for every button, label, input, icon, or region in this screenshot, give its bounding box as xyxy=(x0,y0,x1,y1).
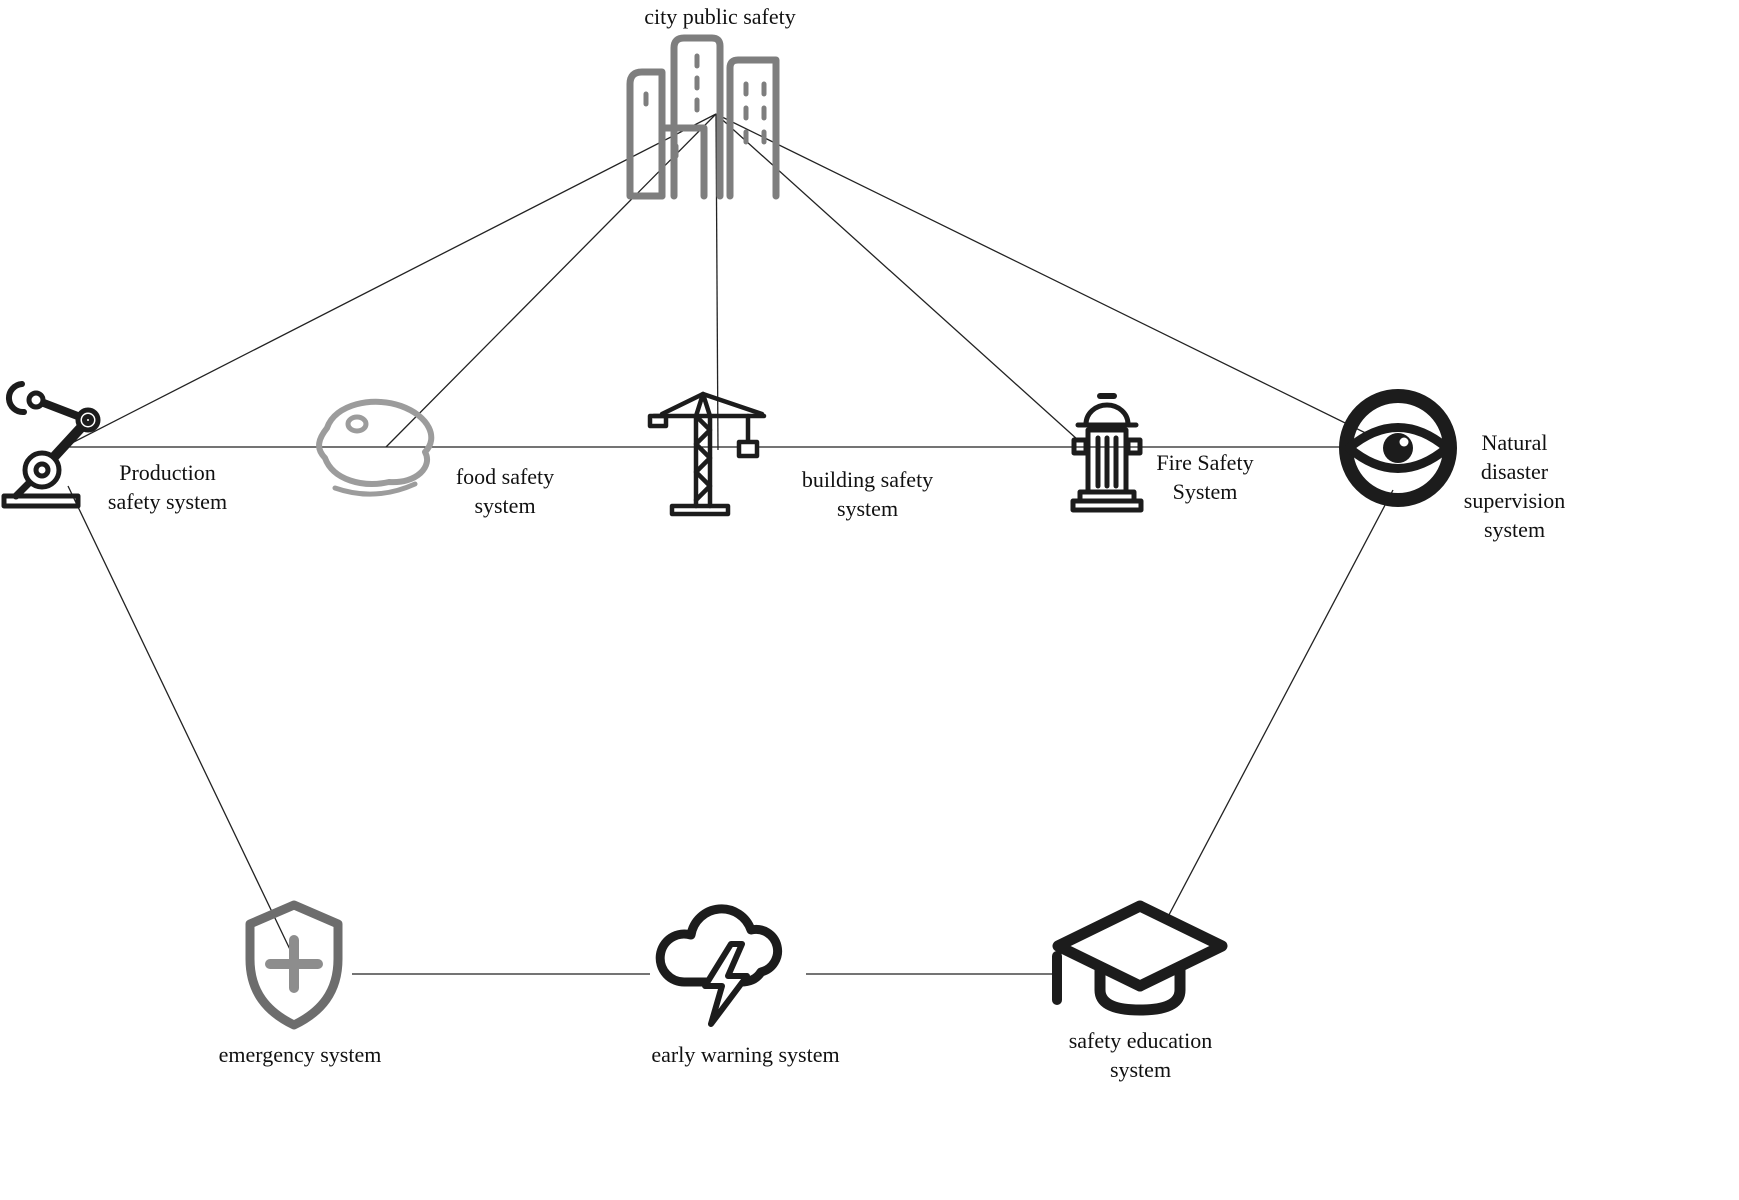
shield-plus-icon xyxy=(245,900,343,1030)
steak-icon xyxy=(316,398,435,497)
storm-cloud-lightning-icon xyxy=(655,904,783,1027)
early-warning-label: early warning system xyxy=(651,1042,840,1067)
fire-safety-label: Fire Safety System xyxy=(1156,450,1254,505)
tower-crane-icon xyxy=(647,391,767,517)
city-buildings-icon xyxy=(626,34,780,200)
edge-city-building xyxy=(715,113,719,451)
city-public-safety-label: city public safety xyxy=(644,4,796,29)
natural-disaster-label: Natural disaster supervision system xyxy=(1463,430,1566,543)
emergency-system-label: emergency system xyxy=(218,1042,382,1067)
fire-hydrant-icon xyxy=(1070,393,1144,513)
eye-icon xyxy=(1339,389,1457,507)
production-safety-label: Production safety system xyxy=(107,460,228,515)
edge-city-production xyxy=(63,113,717,448)
building-safety-label: building safety system xyxy=(801,467,934,522)
safety-education-label: safety education system xyxy=(1068,1028,1213,1083)
graduation-cap-icon xyxy=(1052,900,1228,1016)
edge-production-emergency xyxy=(67,485,297,963)
edge-city-natural xyxy=(715,113,1391,446)
food-safety-label: food safety system xyxy=(455,464,555,519)
edge-education-natural xyxy=(1141,489,1394,967)
robot-arm-icon xyxy=(1,381,101,509)
